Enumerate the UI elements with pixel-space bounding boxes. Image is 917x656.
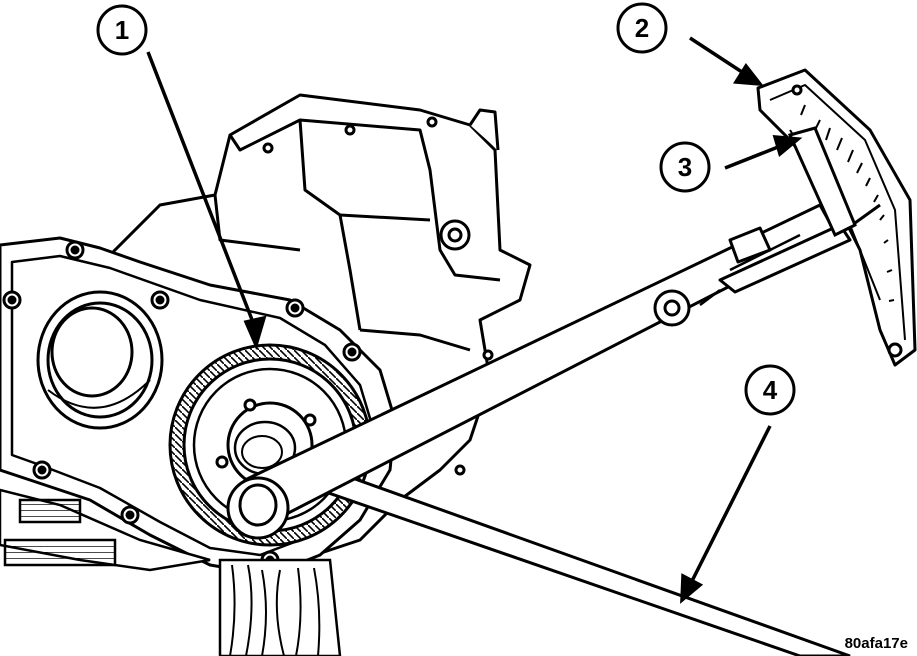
- lower-housing-ribs: [0, 488, 211, 572]
- torque-wrench-extension: [317, 468, 851, 656]
- callout-3-label: 3: [678, 152, 692, 182]
- callout-4-label: 4: [763, 375, 778, 405]
- torque-wrench-shaft: [226, 203, 852, 540]
- pointer-arm: [787, 126, 857, 238]
- leader-lines: [146, 36, 803, 604]
- callout-2: 2: [616, 2, 668, 54]
- callout-3: 3: [659, 141, 711, 193]
- figure-code: 80afa17e: [845, 635, 908, 652]
- callout-1: 1: [96, 4, 148, 56]
- output-bore: [36, 290, 164, 430]
- callout-1-label: 1: [115, 15, 129, 45]
- callout-2-label: 2: [635, 13, 649, 43]
- callout-4: 4: [744, 364, 796, 416]
- wood-block: [218, 558, 342, 656]
